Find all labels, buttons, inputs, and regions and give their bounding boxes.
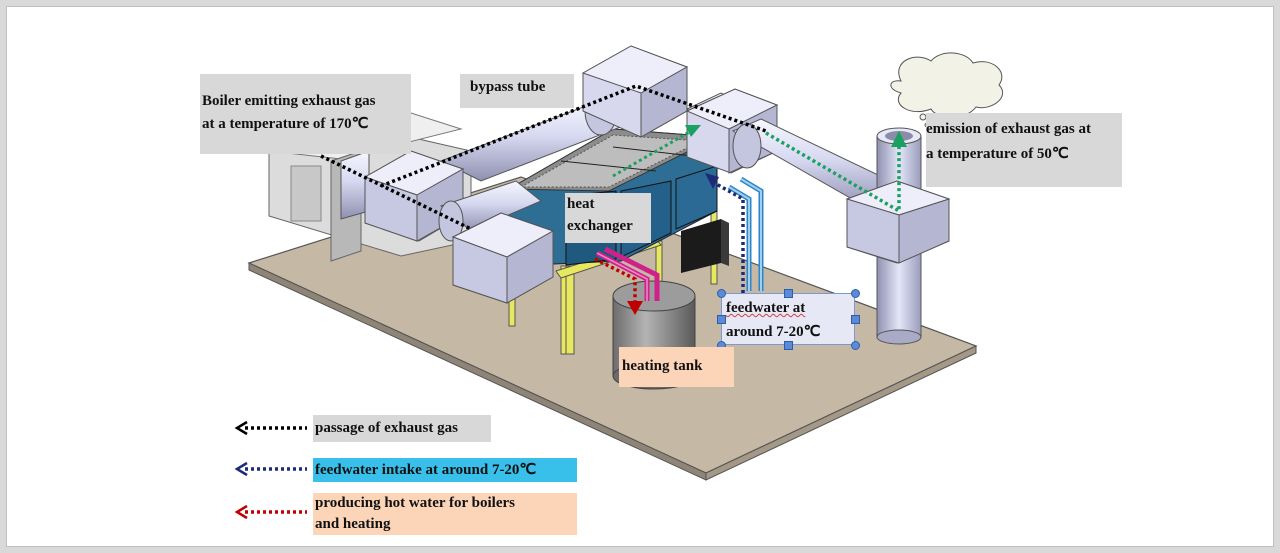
heating-tank-text: heating tank bbox=[622, 358, 703, 374]
front-duct bbox=[340, 150, 555, 304]
emission-label-line2: a temperature of 50℃ bbox=[926, 146, 1069, 162]
hotwater-flow-arrow bbox=[594, 257, 643, 315]
legend-arrow-hotwater bbox=[234, 504, 307, 520]
heat-exchanger-label: heat exchanger bbox=[565, 193, 651, 243]
legend-exhaust-label: passage of exhaust gas bbox=[313, 415, 491, 442]
pump bbox=[681, 219, 729, 273]
resize-handle-tm[interactable] bbox=[784, 289, 793, 298]
legend-hotwater-label: producing hot water for boilers and heat… bbox=[313, 493, 577, 535]
smoke-cloud bbox=[890, 52, 1004, 128]
emission-flow-arrow bbox=[612, 125, 907, 215]
resize-handle-ml[interactable] bbox=[717, 315, 726, 324]
hot-water-pipes bbox=[595, 246, 660, 301]
legend-hotwater-line2: and heating bbox=[315, 516, 391, 532]
resize-handle-bm[interactable] bbox=[784, 341, 793, 350]
legend-hotwater-line1: producing hot water for boilers bbox=[315, 495, 516, 511]
legend-arrow-exhaust bbox=[234, 420, 307, 436]
boiler-label-line1: Boiler emitting exhaust gas bbox=[202, 93, 376, 109]
legend-arrow-feedwater bbox=[234, 461, 307, 477]
feedwater-flow-arrow bbox=[705, 173, 745, 293]
emission-label: emission of exhaust gas at a temperature… bbox=[926, 113, 1122, 187]
heating-tank-label: heating tank bbox=[619, 347, 734, 387]
resize-handle-br[interactable] bbox=[851, 341, 860, 350]
bypass-tube-label: bypass tube bbox=[460, 74, 574, 108]
legend-feedwater-text: feedwater intake at around 7-20℃ bbox=[315, 462, 537, 478]
feedwater-label-line1: feedwater at bbox=[726, 300, 806, 316]
system-diagram bbox=[234, 45, 1004, 520]
heat-exchanger-line2: exchanger bbox=[567, 218, 633, 234]
boiler-label-line2: at a temperature of 170℃ bbox=[202, 116, 369, 132]
feedwater-label-line2: around 7-20℃ bbox=[726, 324, 821, 340]
figure-frame: Boiler emitting exhaust gas at a tempera… bbox=[6, 6, 1274, 547]
legend-feedwater-label: feedwater intake at around 7-20℃ bbox=[313, 458, 577, 482]
emission-label-line1: emission of exhaust gas at bbox=[926, 121, 1092, 137]
heat-exchanger-line1: heat bbox=[567, 196, 595, 212]
resize-handle-tl[interactable] bbox=[717, 289, 726, 298]
feedwater-label[interactable]: feedwater at around 7-20℃ bbox=[721, 293, 855, 345]
resize-handle-tr[interactable] bbox=[851, 289, 860, 298]
boiler-label: Boiler emitting exhaust gas at a tempera… bbox=[200, 74, 411, 154]
resize-handle-mr[interactable] bbox=[851, 315, 860, 324]
bypass-tube-text: bypass tube bbox=[470, 79, 546, 95]
feedwater-pipes bbox=[727, 176, 764, 291]
exhaust-flow-arrow bbox=[320, 84, 767, 231]
legend-exhaust-text: passage of exhaust gas bbox=[315, 420, 458, 436]
